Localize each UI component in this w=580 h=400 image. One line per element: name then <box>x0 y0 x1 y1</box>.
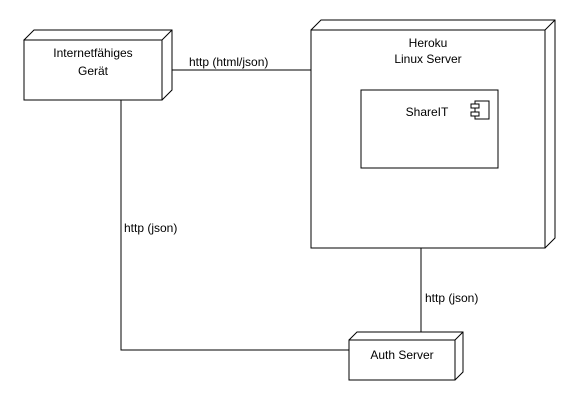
node-auth-server: Auth Server <box>348 331 464 381</box>
auth-label: Auth Server <box>370 348 433 362</box>
server-label-line2: Linux Server <box>394 52 461 66</box>
edge-label-device-server: http (html/json) <box>189 55 268 69</box>
component-shareit: ShareIT <box>360 89 499 169</box>
node-heroku-server: Heroku Linux Server ShareIT <box>310 19 556 249</box>
connector-device-auth <box>120 100 349 351</box>
server-label-line1: Heroku <box>409 36 448 50</box>
uml-component-icon <box>470 100 490 120</box>
edge-label-device-auth: http (json) <box>124 221 177 235</box>
edge-label-server-auth: http (json) <box>425 291 478 305</box>
component-label: ShareIT <box>406 105 449 119</box>
node-internet-device: Internetfähiges Gerät <box>23 29 173 101</box>
device-label-line2: Gerät <box>78 64 109 78</box>
device-label-line1: Internetfähiges <box>53 46 132 60</box>
